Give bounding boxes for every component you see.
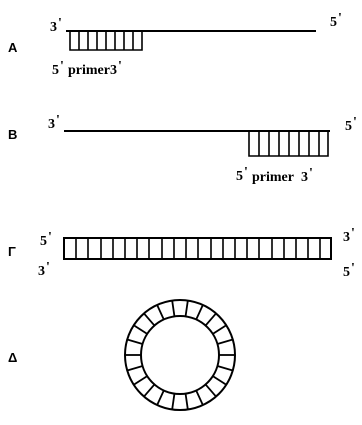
panel-a-primer-3-prime: ' — [118, 59, 122, 74]
ring-segment-divider — [204, 383, 217, 398]
panel-a-left-end-label: 3 — [50, 20, 57, 35]
ring-inner-circle — [140, 315, 220, 395]
panel-a-right-end-label: 5 — [330, 15, 337, 30]
panel-a-right-prime: ' — [338, 11, 342, 26]
panel-g: Γ 5 ' 3 ' 3 ' 5 ' — [8, 226, 355, 280]
ring-segment-divider — [171, 300, 176, 317]
ring-segment-divider — [143, 312, 156, 327]
panel-g-left-bottom-prime: ' — [46, 260, 50, 275]
panel-b-primer-label: primer — [252, 170, 294, 185]
ring-segment-divider — [133, 375, 148, 386]
panel-g-right-bottom-label: 5 — [343, 265, 350, 280]
panel-a-primer-5-prime: ' — [60, 59, 64, 74]
panel-a-primer-rungs — [69, 32, 143, 51]
panel-b-left-prime: ' — [56, 113, 60, 128]
panel-b-primer-5-prime: ' — [244, 165, 248, 180]
panel-g-double-strand — [63, 237, 332, 260]
panel-g-rungs — [75, 238, 321, 259]
panel-b-label: Β — [8, 127, 17, 142]
panel-a-label: Α — [8, 40, 18, 55]
panel-b-primer-3-label: 3 — [301, 170, 308, 185]
ring-segment-divider — [204, 312, 217, 327]
ring-segment-divider — [217, 365, 234, 372]
panel-a-primer-3-label: 3 — [110, 63, 117, 78]
panel-b-primer — [248, 132, 329, 157]
ring-segment-divider — [217, 338, 234, 345]
ring-segment-divider — [212, 324, 227, 335]
ring-segment-divider — [126, 338, 143, 345]
panel-a-left-prime: ' — [58, 16, 62, 31]
panel-a: Α 3 ' 5 ' 5 ' primer 3 ' — [8, 11, 342, 78]
ring-segment-divider — [156, 390, 165, 406]
panel-g-label: Γ — [8, 244, 16, 259]
panel-b-primer-5-label: 5 — [236, 169, 243, 184]
panel-b-primer-3-prime: ' — [309, 166, 313, 181]
panel-g-right-top-label: 3 — [343, 230, 350, 245]
panel-b: Β 3 ' 5 ' 5 ' primer 3 ' — [8, 113, 357, 185]
panel-g-right-bottom-prime: ' — [351, 261, 355, 276]
panel-d: Δ — [8, 299, 236, 411]
ring-segment-divider — [156, 304, 165, 320]
panel-b-right-prime: ' — [353, 115, 357, 130]
ring-segment-divider — [133, 324, 148, 335]
circular-dna-ring — [124, 299, 236, 411]
panel-a-primer — [69, 32, 143, 51]
ring-segment-divider — [195, 390, 204, 406]
ring-segment-divider — [143, 383, 156, 398]
panel-g-left-bottom-label: 3 — [38, 264, 45, 279]
ring-segment-divider — [184, 300, 189, 317]
ring-segment-divider — [184, 393, 189, 410]
ring-segment-divider — [171, 393, 176, 410]
ring-segment-divider — [195, 304, 204, 320]
ring-segment-divider — [212, 375, 227, 386]
panel-a-primer-5-label: 5 — [52, 63, 59, 78]
panel-b-right-end-label: 5 — [345, 119, 352, 134]
panel-g-right-top-prime: ' — [351, 226, 355, 241]
panel-b-left-end-label: 3 — [48, 117, 55, 132]
panel-g-left-top-prime: ' — [48, 230, 52, 245]
panel-a-primer-label: primer — [68, 63, 110, 78]
panel-g-left-top-label: 5 — [40, 234, 47, 249]
panel-b-primer-rungs — [248, 132, 329, 157]
ring-segment-divider — [126, 365, 143, 372]
panel-d-label: Δ — [8, 350, 17, 365]
